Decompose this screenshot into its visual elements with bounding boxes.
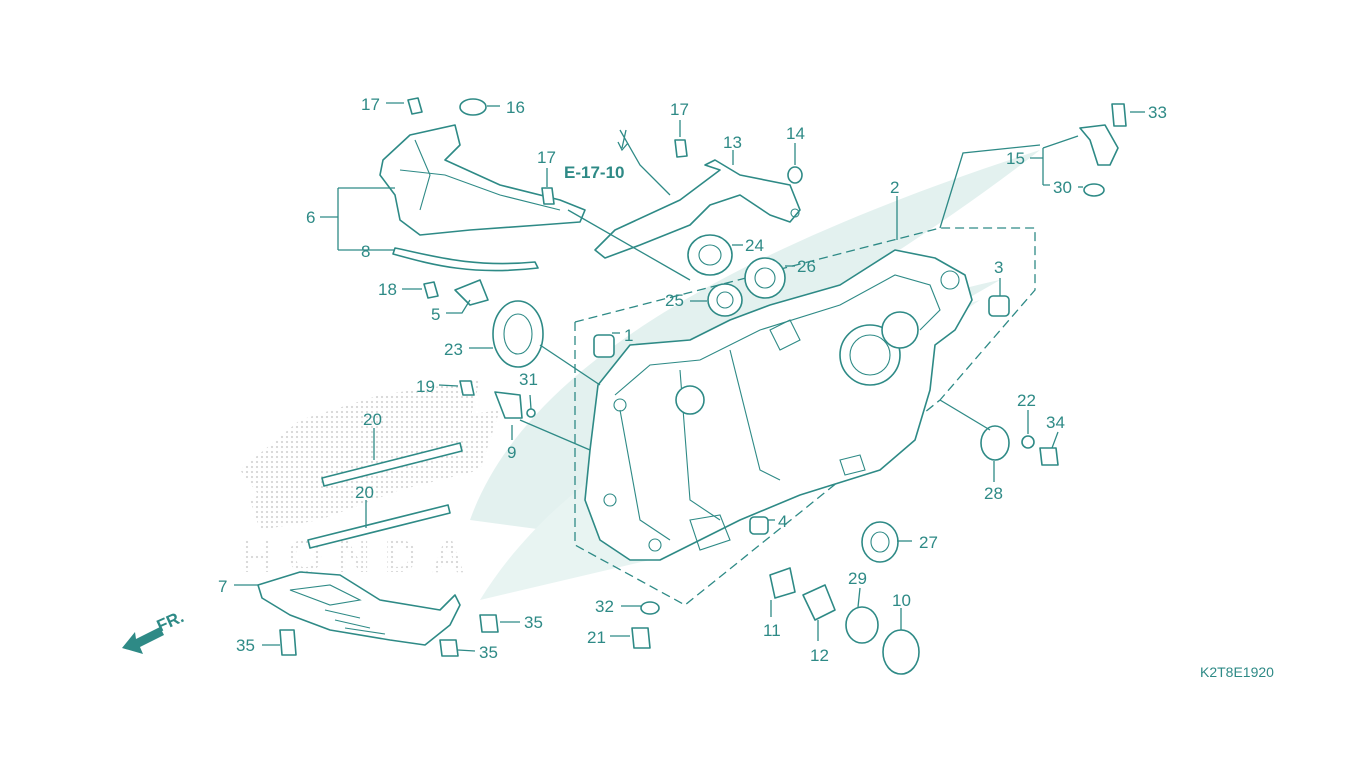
callout-label: 10 [892,591,911,610]
callout-label: 17 [670,100,689,119]
callout-label: 8 [361,242,370,261]
callout-label: 23 [444,340,463,359]
honda-watermark-text: HONDA [240,530,479,582]
callout-label: 3 [994,258,1003,277]
callout-label: 28 [984,484,1003,503]
leader-lines [234,102,1145,652]
callout-label: 2 [890,178,899,197]
callout-label: 22 [1017,391,1036,410]
assembly-outline [574,144,1041,606]
callout-label: 30 [1053,178,1072,197]
callout-label: 35 [524,613,543,632]
callout-label: 4 [778,512,787,531]
callout-label: 12 [810,646,829,665]
callout-label: 21 [587,628,606,647]
callout-label: 14 [786,124,805,143]
callout-label: 32 [595,597,614,616]
callout-label: 6 [306,208,315,227]
callout-numbers: 1 2 3 4 5 6 7 8 9 10 11 12 13 14 15 16 1… [218,95,1167,665]
callout-label: 16 [506,98,525,117]
rubber-strip-part [392,247,539,272]
callout-label: 26 [797,257,816,276]
reference-arrow-icon [617,129,629,152]
bearings-seals [454,98,1119,675]
crankcase-part [584,249,973,561]
callout-label: 17 [537,148,556,167]
callout-label: 13 [723,133,742,152]
callout-label: 15 [1006,149,1025,168]
callout-label: 7 [218,577,227,596]
callout-label: 35 [236,636,255,655]
front-direction-label: FR. [154,607,187,635]
callout-label: 11 [763,621,781,640]
callout-label: 31 [519,370,538,389]
stud-bolts [307,442,463,549]
callout-label: 9 [507,443,516,462]
callout-label: 20 [355,483,374,502]
honda-logo-watermark: HONDA [240,380,500,582]
duct-cover-part [379,124,586,236]
callout-label: 34 [1046,413,1065,432]
callout-label: 35 [479,643,498,662]
section-reference-label: E-17-10 [564,163,624,182]
callout-label: 29 [848,569,867,588]
callout-label: 17 [361,95,380,114]
bolts [279,97,1127,657]
callout-label: 18 [378,280,397,299]
drawing-code-label: K2T8E1920 [1200,664,1274,680]
callout-label: 5 [431,305,440,324]
callout-label: 33 [1148,103,1167,122]
callout-label: 19 [416,377,435,396]
cover-plate-part [257,571,461,646]
callout-label: 20 [363,410,382,429]
callout-label: 1 [624,326,633,345]
callout-label: 24 [745,236,764,255]
front-direction-arrow-icon [122,627,164,654]
bracket-part [594,159,801,259]
callout-label: 27 [919,533,938,552]
callout-label: 25 [665,291,684,310]
